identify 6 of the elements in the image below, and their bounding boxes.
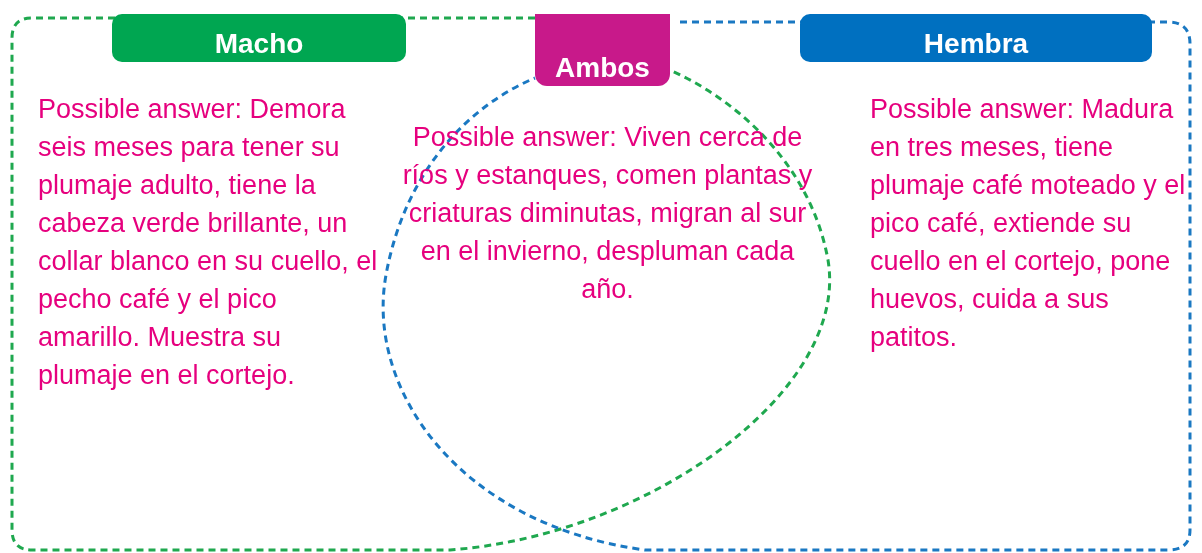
answer-text: Possible answer: Demora seis meses para tener su plumaje adulto, tiene la cabeza verde brillante, un collar blanco en su cuello, el pecho café y el pico amarillo. Muestra su plumaje en el cortejo.	[38, 93, 379, 392]
set-heading-tab: Hembra	[800, 14, 1152, 62]
set-heading-tab: Macho	[112, 14, 406, 62]
set-heading-tab: Ambos	[535, 14, 670, 86]
answer-text: Possible answer: Madura en tres meses, tiene plumaje café moteado y el pico café, extiende su cuello en el cortejo, pone huevos, cuida a sus patitos.	[870, 93, 1187, 354]
answer-text: Possible answer: Viven cerca de ríos y estanques, comen plantas y criaturas diminutas, migran al sur en el invierno, despluman cada año.	[401, 121, 814, 306]
